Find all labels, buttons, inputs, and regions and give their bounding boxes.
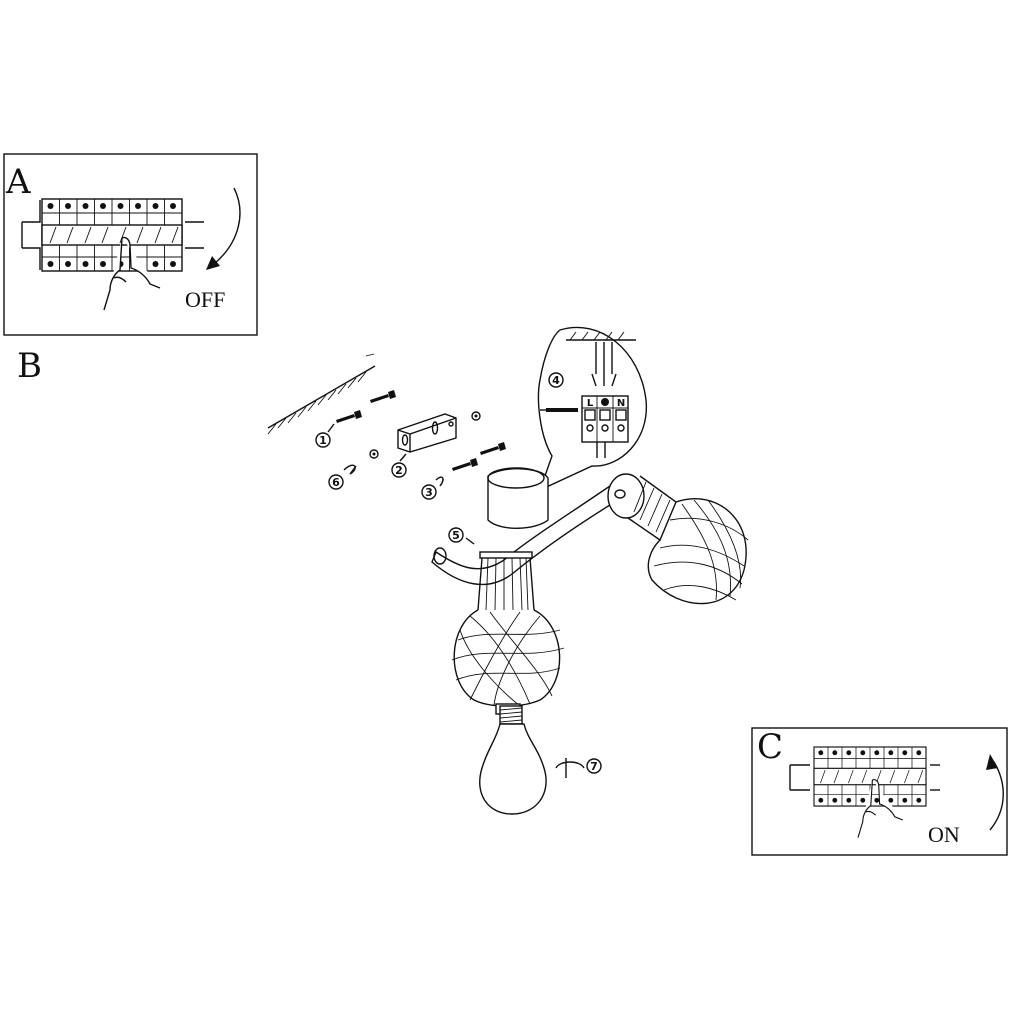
step-5: 5 xyxy=(448,527,475,545)
wiring-callout: L N 4 xyxy=(537,326,647,492)
panel-a-frame xyxy=(3,153,258,336)
panel-c-letter: C xyxy=(757,727,783,767)
nut-icon xyxy=(471,411,481,421)
svg-text:7: 7 xyxy=(590,760,598,773)
panel-c-arrow-icon xyxy=(989,761,1004,831)
step-3: 3 xyxy=(421,476,444,500)
svg-text:4: 4 xyxy=(552,374,560,387)
step-4: 4 xyxy=(548,372,564,388)
svg-text:5: 5 xyxy=(452,529,460,542)
fixing-nut-icon xyxy=(369,449,379,459)
earth-terminal-icon xyxy=(601,398,609,406)
terminal-label-l: L xyxy=(587,398,594,409)
wall-screw-icon xyxy=(370,390,396,403)
fixing-screw-icon xyxy=(452,458,478,471)
step-2: 2 xyxy=(391,453,407,478)
terminal-block-icon: L N xyxy=(581,395,629,458)
svg-text:3: 3 xyxy=(425,486,433,499)
panel-c: C ON xyxy=(751,727,1008,856)
panel-c-frame xyxy=(751,727,1008,856)
step-7: 7 xyxy=(555,758,602,778)
ceiling-hatch xyxy=(267,353,376,435)
right-shade-icon xyxy=(607,473,749,605)
panel-a-arrow-icon xyxy=(213,187,241,265)
screwdriver-icon xyxy=(540,408,578,412)
lower-shade-icon xyxy=(451,551,565,715)
panel-b-letter: B xyxy=(17,346,42,386)
step-6: 6 xyxy=(328,464,357,490)
step-1: 1 xyxy=(315,423,335,448)
panel-a-letter: A xyxy=(5,162,31,202)
mounting-bracket-icon xyxy=(397,413,457,453)
svg-text:1: 1 xyxy=(319,434,327,447)
panel-a-state-label: OFF xyxy=(185,287,225,312)
wall-plug-icon xyxy=(336,410,362,423)
panel-a: A OFF xyxy=(3,153,258,336)
bracket-screw-icon xyxy=(480,442,506,455)
terminal-label-n: N xyxy=(617,398,625,409)
svg-text:6: 6 xyxy=(332,476,340,489)
panel-c-breaker-icon xyxy=(789,746,940,807)
lamp-arm xyxy=(431,467,619,586)
light-bulb-icon xyxy=(479,705,547,815)
panel-c-state-label: ON xyxy=(928,822,960,847)
svg-text:2: 2 xyxy=(395,464,403,477)
panel-a-breaker-icon xyxy=(21,198,204,272)
